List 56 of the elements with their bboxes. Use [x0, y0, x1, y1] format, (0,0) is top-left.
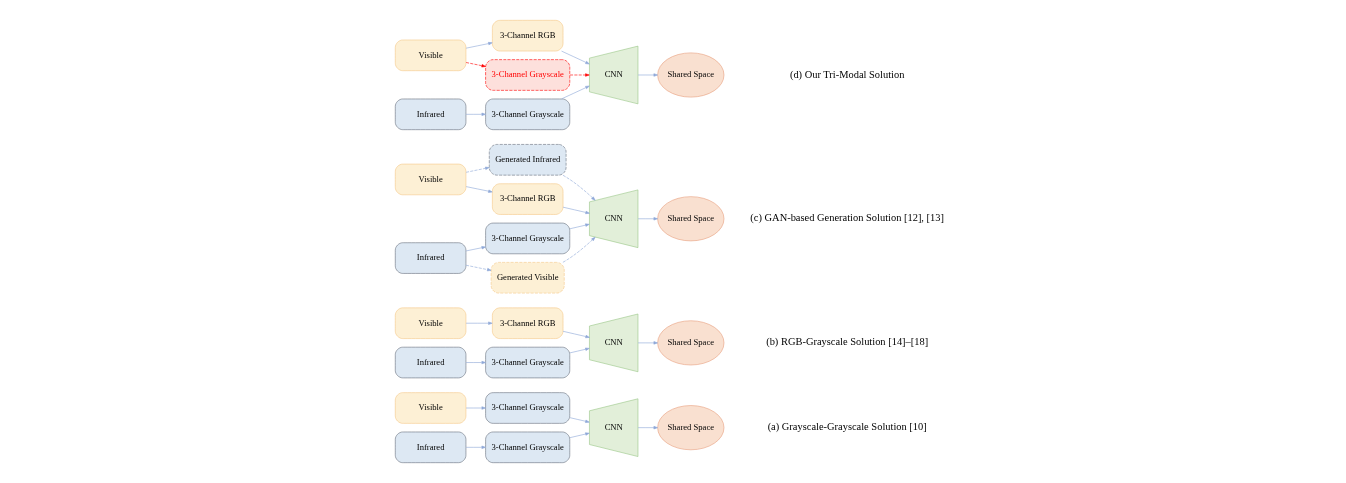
node-box: Infrared: [395, 346, 467, 379]
node-box: CNN: [589, 45, 639, 105]
node-box: 3-Channel RGB: [492, 20, 564, 52]
node-box: Infrared: [395, 242, 467, 274]
node-box: 3-Channel RGB: [492, 183, 564, 215]
arrow: [465, 321, 493, 325]
arrow: [465, 264, 492, 272]
node-box: 3-Channel Grayscale: [485, 98, 571, 130]
label: (d) Our Tri-Modal Solution: [789, 68, 905, 80]
arrow: [637, 73, 658, 77]
node-box: 3-Channel RGB: [492, 307, 564, 339]
node-box: Infrared: [395, 431, 467, 463]
node-box: Generated Visible: [490, 262, 565, 294]
arrow: [562, 330, 590, 339]
arrow: [562, 206, 590, 214]
node-box: 3-Channel Grayscale: [485, 431, 571, 463]
label: (b) RGB-Grayscale Solution [14]–[18]: [766, 336, 929, 348]
node-ellipse: Shared Space: [657, 320, 725, 366]
arrow: [465, 166, 490, 173]
node-box: Visible: [395, 392, 467, 424]
arrow: [465, 406, 486, 410]
arrow: [561, 85, 590, 100]
arrow: [465, 186, 493, 193]
label: (c) GAN-based Generation Solution [12], [13]: [750, 212, 944, 224]
node-box: 3-Channel Grayscale: [485, 392, 571, 424]
node-ellipse: Shared Space: [657, 196, 725, 242]
node-box: Generated Infrared: [489, 144, 567, 176]
node-box: Visible: [395, 307, 467, 339]
node-box: 3-Channel Grayscale: [485, 222, 571, 255]
node-ellipse: Shared Space: [657, 52, 725, 98]
arrow: [561, 50, 590, 65]
arrow: [569, 432, 590, 438]
label: (a) Grayscale-Grayscale Solution [10]: [767, 421, 927, 433]
arrow: [465, 246, 486, 252]
node-ellipse: Shared Space: [657, 405, 725, 451]
node-box: 3-Channel Grayscale: [485, 59, 571, 91]
arrow: [637, 341, 658, 345]
arrow: [569, 417, 590, 423]
node-box: CNN: [589, 398, 639, 457]
arrow: [465, 42, 493, 49]
arrow: [569, 347, 590, 354]
arrow: [562, 174, 596, 201]
arrow: [465, 62, 486, 68]
arrow: [562, 236, 596, 263]
node-box: Visible: [395, 163, 467, 196]
arrow: [569, 73, 590, 77]
arrow: [569, 223, 590, 230]
arrow: [637, 426, 658, 430]
arrow: [637, 217, 658, 221]
node-box: CNN: [589, 313, 639, 373]
arrow: [465, 112, 486, 116]
node-box: Infrared: [395, 98, 467, 130]
node-box: Visible: [395, 39, 467, 71]
arrow: [465, 445, 486, 449]
arrow: [465, 360, 486, 365]
node-box: 3-Channel Grayscale: [485, 346, 571, 379]
